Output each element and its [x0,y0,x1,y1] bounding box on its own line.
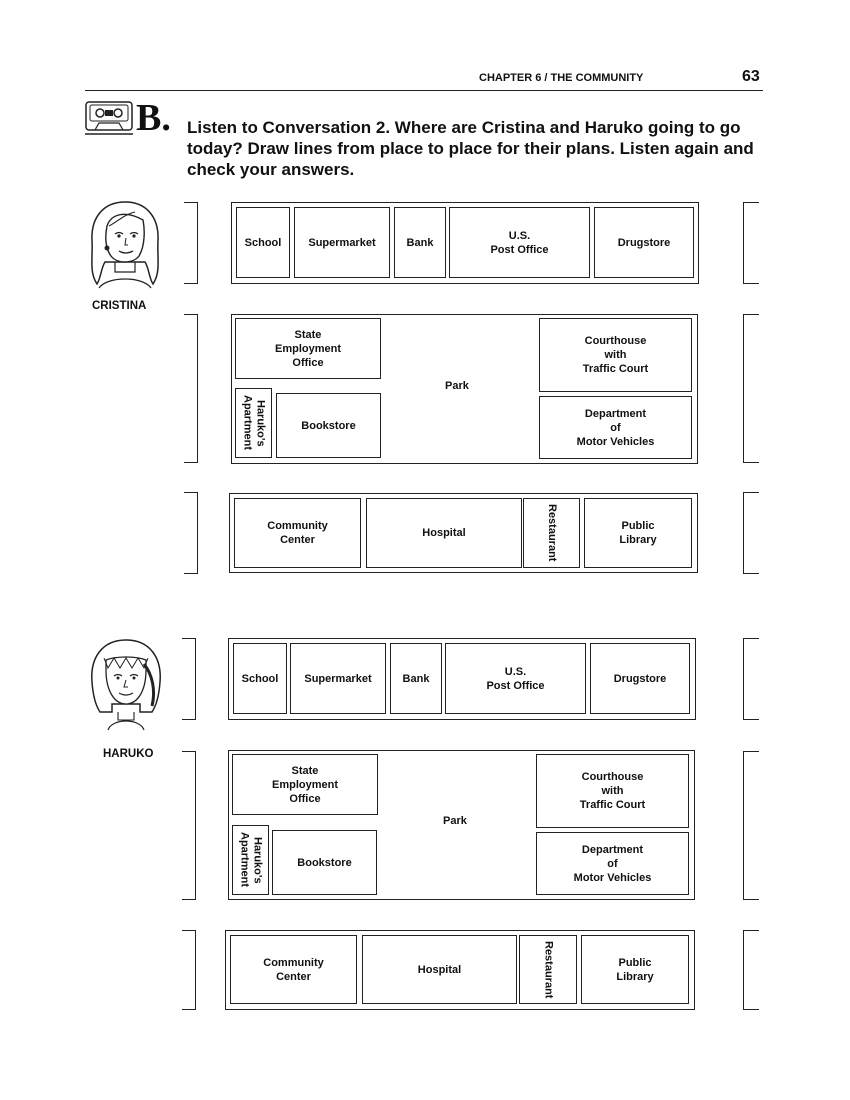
supermarket-building[interactable]: Supermarket [294,207,390,278]
cristina-name: CRISTINA [92,300,147,312]
header-rule [85,90,763,91]
answer-bracket-right [743,202,759,284]
courthouse-building[interactable]: Courthouse with Traffic Court [536,754,689,828]
answer-bracket-right [743,638,759,720]
drugstore-building[interactable]: Drugstore [590,643,690,714]
public-library-building[interactable]: Public Library [584,498,692,568]
answer-bracket-left [184,492,198,574]
answer-bracket-left [182,638,196,720]
restaurant-building[interactable]: Restaurant [523,498,580,568]
cristina-portrait [85,196,165,297]
post-office-building[interactable]: U.S. Post Office [445,643,586,714]
dmv-building[interactable]: Department of Motor Vehicles [536,832,689,895]
school-building[interactable]: School [236,207,290,278]
chapter-heading: CHAPTER 6 / THE COMMUNITY [479,72,644,84]
hospital-building[interactable]: Hospital [362,935,517,1004]
hospital-building[interactable]: Hospital [366,498,522,568]
state-employment-building[interactable]: State Employment Office [232,754,378,815]
harukos-apartment-building[interactable]: Haruko's Apartment [235,388,272,458]
post-office-building[interactable]: U.S. Post Office [449,207,590,278]
answer-bracket-left [182,751,196,900]
harukos-apartment-building[interactable]: Haruko's Apartment [232,825,269,895]
answer-bracket-right [743,751,759,900]
answer-bracket-right [743,492,759,574]
answer-bracket-left [184,202,198,284]
page-number: 63 [742,68,760,85]
answer-bracket-left [184,314,198,463]
park-label[interactable]: Park [443,815,467,827]
bank-building[interactable]: Bank [390,643,442,714]
haruko-name: HARUKO [103,748,154,760]
community-center-building[interactable]: Community Center [230,935,357,1004]
answer-bracket-left [182,930,196,1010]
supermarket-building[interactable]: Supermarket [290,643,386,714]
state-employment-building[interactable]: State Employment Office [235,318,381,379]
public-library-building[interactable]: Public Library [581,935,689,1004]
city-block-middle [228,750,695,900]
bank-building[interactable]: Bank [394,207,446,278]
city-block-middle [231,314,698,464]
answer-bracket-right [743,930,759,1010]
city-block-bottom [225,930,695,1010]
city-block-top [231,202,699,284]
exercise-letter: B. [136,97,171,139]
restaurant-building[interactable]: Restaurant [519,935,577,1004]
city-block-top [228,638,696,720]
community-center-building[interactable]: Community Center [234,498,361,568]
drugstore-building[interactable]: Drugstore [594,207,694,278]
city-block-bottom [229,493,698,573]
bookstore-building[interactable]: Bookstore [276,393,381,458]
haruko-portrait [86,634,166,739]
cassette-tape-icon [85,101,133,140]
courthouse-building[interactable]: Courthouse with Traffic Court [539,318,692,392]
school-building[interactable]: School [233,643,287,714]
bookstore-building[interactable]: Bookstore [272,830,377,895]
park-label[interactable]: Park [445,380,469,392]
exercise-instructions: Listen to Conversation 2. Where are Cris… [187,118,754,179]
answer-bracket-right [743,314,759,463]
dmv-building[interactable]: Department of Motor Vehicles [539,396,692,459]
